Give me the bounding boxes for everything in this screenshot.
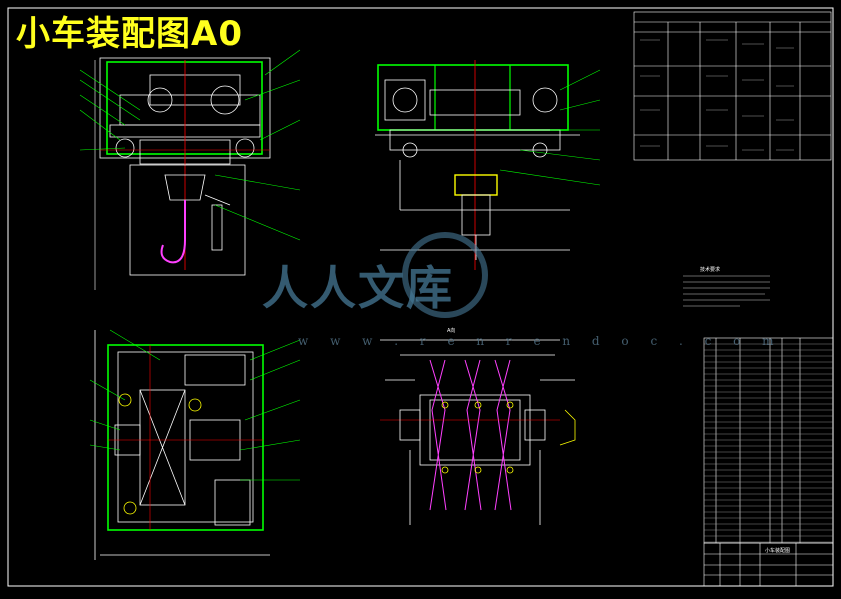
- title-block-name: 小车装配图: [765, 548, 791, 554]
- plan-view: [89, 329, 301, 560]
- parts-list-table: [703, 337, 834, 544]
- watermark-ring: [402, 232, 488, 318]
- parameter-table: [633, 11, 832, 161]
- section-label: A向: [447, 328, 456, 334]
- title-block: [703, 542, 834, 587]
- technical-notes: [683, 275, 770, 307]
- outer-border: [7, 7, 834, 587]
- drum-section-view: [380, 339, 576, 525]
- side-view: [375, 60, 601, 270]
- tech-notes-title: 技术要求: [700, 267, 721, 273]
- drawing-title: 小车装配图A0: [16, 14, 243, 54]
- watermark-url: w w w . r e n r e n d o c . c o m: [298, 334, 783, 348]
- watermark-text: 人人文库: [262, 261, 454, 315]
- front-view: [79, 49, 301, 290]
